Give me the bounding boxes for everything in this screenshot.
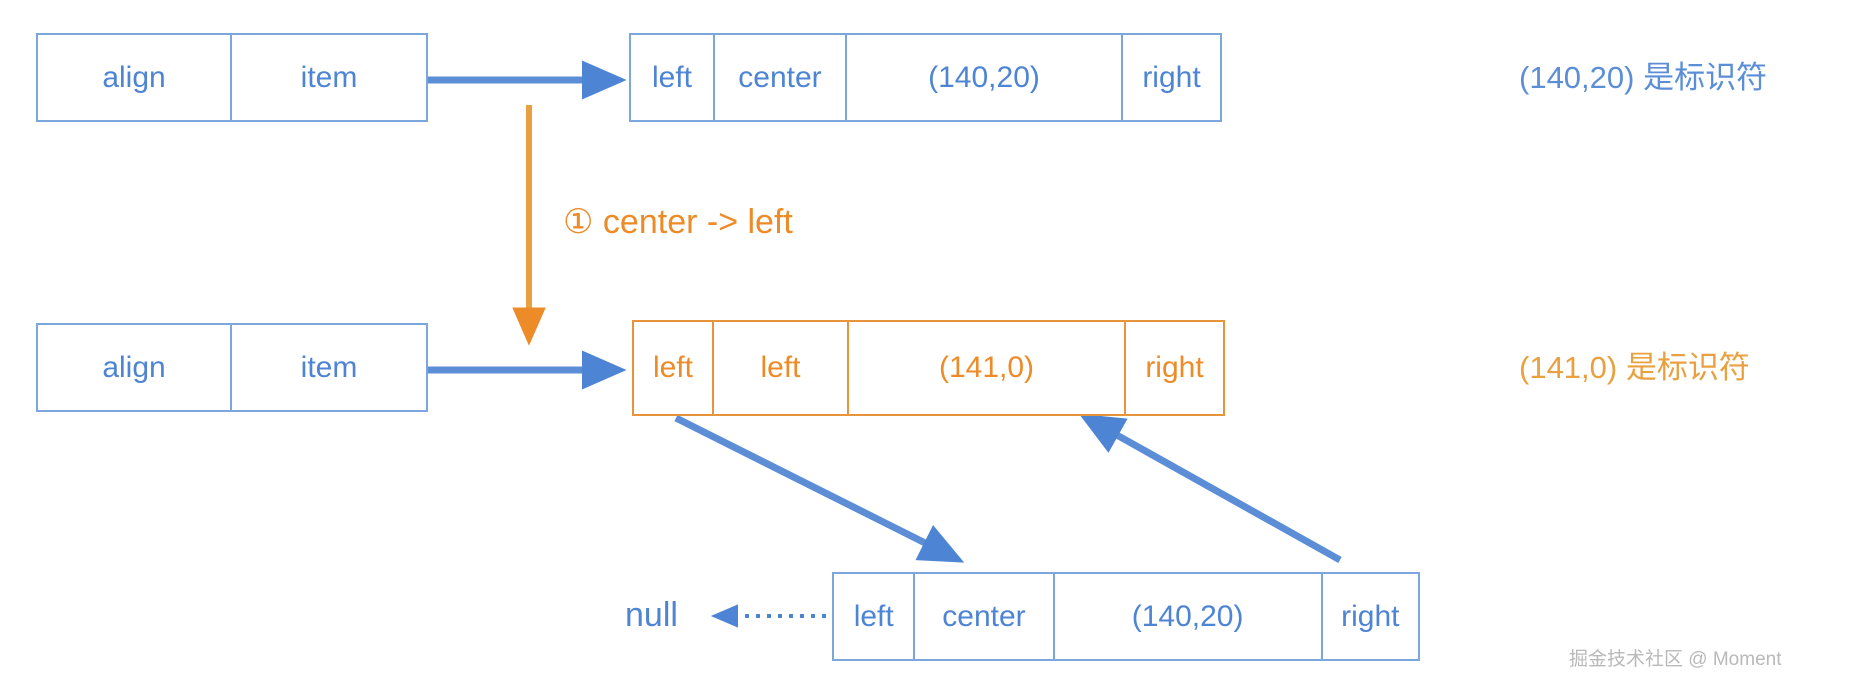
top-node-cell-left: left bbox=[631, 35, 715, 120]
top-side-note: (140,20) 是标识符 bbox=[1519, 60, 1768, 95]
middle-node-cell-left: left bbox=[634, 322, 714, 414]
middle-align-item-box: align item bbox=[36, 323, 428, 412]
cell-item: item bbox=[300, 60, 358, 94]
step-annotation: ① center -> left bbox=[563, 203, 793, 241]
middle-node: left left (141,0) right bbox=[632, 320, 1225, 416]
top-node-cell-value: (140,20) bbox=[847, 35, 1123, 120]
null-label: null bbox=[625, 596, 678, 634]
cell-align: align bbox=[38, 325, 233, 410]
bottom-node-cell-right: right bbox=[1341, 599, 1400, 633]
middle-node-cell-center: left bbox=[714, 322, 849, 414]
bottom-node-cell-center: center bbox=[915, 574, 1055, 659]
top-node: left center (140,20) right bbox=[629, 33, 1222, 122]
top-node-cell-center: center bbox=[715, 35, 847, 120]
bottom-node-cell-left: left bbox=[834, 574, 916, 659]
bottom-node-cell-value: (140,20) bbox=[1055, 574, 1323, 659]
arrow-left-child-link bbox=[674, 414, 965, 563]
arrow-right-parent-link bbox=[1079, 413, 1342, 564]
top-align-item-box: align item bbox=[36, 33, 428, 122]
middle-node-cell-value: (141,0) bbox=[849, 322, 1126, 414]
watermark: 掘金技术社区 @ Moment bbox=[1569, 649, 1782, 670]
middle-node-cell-right: right bbox=[1145, 351, 1204, 384]
cell-align: align bbox=[38, 35, 233, 120]
top-node-cell-right: right bbox=[1142, 60, 1201, 94]
middle-side-note: (141,0) 是标识符 bbox=[1519, 350, 1750, 385]
bottom-node: left center (140,20) right bbox=[832, 572, 1420, 661]
cell-item: item bbox=[300, 350, 358, 384]
